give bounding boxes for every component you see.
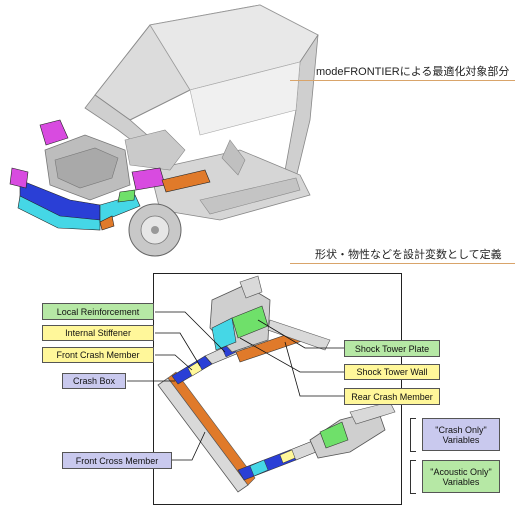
label-front-crash-member: Front Crash Member — [42, 347, 154, 363]
label-front-cross-member: Front Cross Member — [62, 452, 172, 469]
leader-shock-tower-plate — [257, 319, 344, 349]
top-caption-rule — [290, 80, 515, 81]
label-shock-tower-wall: Shock Tower Wall — [344, 364, 440, 380]
label-crash-box: Crash Box — [62, 373, 126, 389]
label-local-reinforcement: Local Reinforcement — [42, 303, 154, 320]
legend-crash-only: "Crash Only" Variables — [422, 418, 500, 451]
leader-shock-tower-wall — [239, 337, 344, 373]
label-rear-crash-member: Rear Crash Member — [344, 388, 440, 405]
label-internal-stiffener: Internal Stiffener — [42, 325, 154, 341]
leader-front-crash-member — [155, 354, 193, 371]
legend-acoustic-only: "Acoustic Only" Variables — [422, 460, 500, 493]
leader-local-reinforcement — [155, 311, 226, 353]
label-shock-tower-plate: Shock Tower Plate — [344, 340, 440, 357]
front-cross-member-part — [157, 377, 249, 493]
legend-acoustic-only-line1: "Acoustic Only" — [430, 466, 492, 477]
legend-crash-only-line1: "Crash Only" — [435, 424, 487, 435]
legend-acoustic-only-line2: Variables — [442, 476, 480, 487]
rear-member-orange — [161, 169, 211, 193]
leader-rear-crash-member — [284, 341, 344, 397]
leader-internal-stiffener — [155, 332, 201, 367]
top-caption: modeFRONTIERによる最適化対象部分 — [316, 66, 510, 78]
bottom-caption-rule — [290, 263, 515, 264]
leader-front-cross-member — [172, 431, 206, 461]
bumper-cyan — [17, 195, 101, 231]
legend-crash-only-line2: Variables — [442, 434, 480, 445]
legend-bracket-crash — [410, 418, 416, 452]
legend-bracket-acoustic — [410, 460, 416, 494]
shock-tower-left — [39, 119, 69, 146]
bottom-caption: 形状・物性などを設計変数として定義 — [315, 249, 502, 261]
